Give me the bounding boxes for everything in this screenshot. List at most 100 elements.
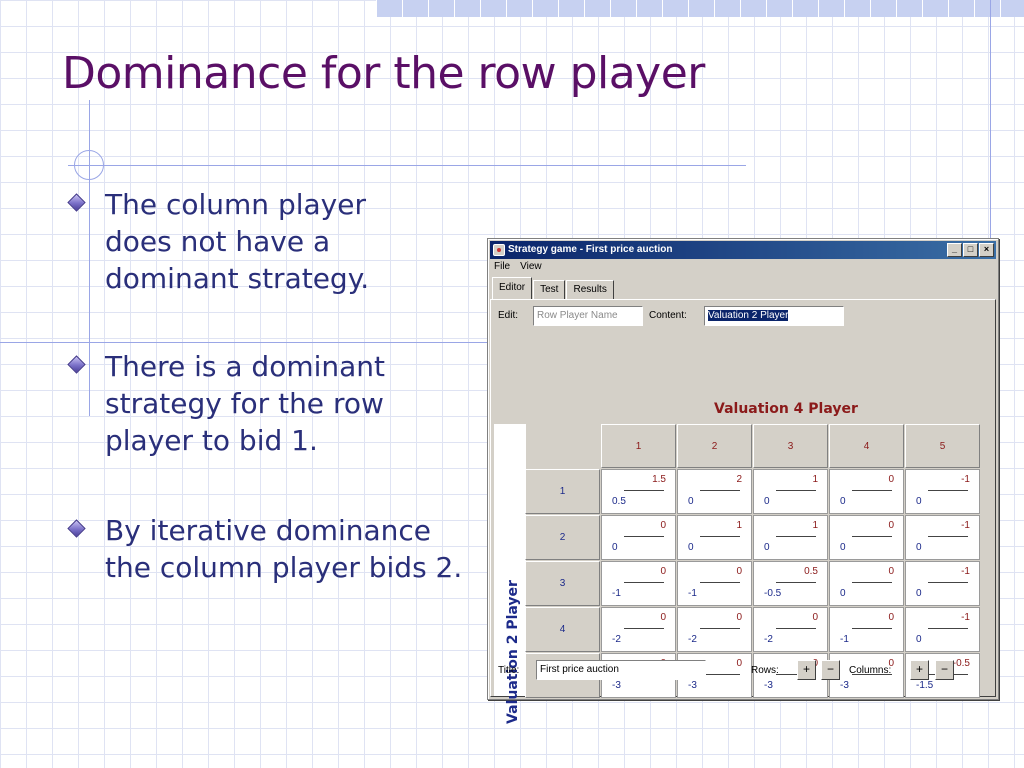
row-player-title: Valuation 2 Player <box>505 580 521 724</box>
strategy-game-window: Strategy game - First price auction _ □ … <box>487 238 999 724</box>
row-player-payoff: 0 <box>916 634 922 645</box>
row-player-payoff: 0 <box>764 496 770 507</box>
column-header[interactable]: 3 <box>753 424 828 468</box>
column-header[interactable]: 2 <box>677 424 752 468</box>
row-player-payoff: -3 <box>840 680 849 691</box>
columns-label: Columns: <box>849 665 892 676</box>
payoff-cell[interactable]: 0-1 <box>601 561 676 606</box>
column-player-payoff: 0 <box>812 612 818 623</box>
payoff-cell[interactable]: 0.5-0.5 <box>753 561 828 606</box>
row-player-payoff: -1 <box>840 634 849 645</box>
row-player-payoff: -2 <box>612 634 621 645</box>
tab-editor[interactable]: Editor <box>492 277 533 300</box>
column-player-title: Valuation 4 Player <box>714 401 858 417</box>
payoff-cell[interactable]: 1.5 0.5 <box>601 469 676 514</box>
column-player-payoff: 2 <box>736 474 742 485</box>
title-label: Title: <box>498 665 520 676</box>
window-titlebar[interactable]: Strategy game - First price auction _ □ … <box>490 241 996 259</box>
menu-view[interactable]: View <box>520 261 542 272</box>
column-player-payoff: 0 <box>660 566 666 577</box>
diamond-bullet-icon <box>67 355 86 374</box>
column-header[interactable]: 5 <box>905 424 980 468</box>
row-header[interactable]: 1 <box>525 469 600 514</box>
row-player-payoff: -3 <box>764 680 773 691</box>
bullet-item: By iterative dominance the column player… <box>67 512 465 586</box>
column-player-payoff: 0.5 <box>804 566 818 577</box>
tab-strip: Editor Test Results <box>492 277 615 300</box>
column-header[interactable]: 4 <box>829 424 904 468</box>
row-player-payoff: 0 <box>916 496 922 507</box>
close-button[interactable]: × <box>979 243 994 257</box>
column-player-payoff: 1 <box>736 520 742 531</box>
column-player-payoff: -0.5 <box>952 658 970 669</box>
payoff-cell[interactable]: 0 -3 <box>829 653 904 698</box>
tab-results[interactable]: Results <box>566 280 614 300</box>
payoff-cell[interactable]: 0 -1 <box>677 561 752 606</box>
bullet-text: By iterative dominance the column player… <box>105 514 463 584</box>
rows-label: Rows: <box>751 665 779 676</box>
column-player-payoff: 1 <box>812 520 818 531</box>
decorative-vertical-line <box>89 100 90 416</box>
column-player-payoff: 0 <box>888 658 894 669</box>
row-header[interactable]: 4 <box>525 607 600 652</box>
row-player-payoff: 0 <box>840 588 846 599</box>
diamond-bullet-icon <box>67 193 86 212</box>
minimize-button[interactable]: _ <box>947 243 962 257</box>
edit-input[interactable]: Row Player Name <box>533 306 643 326</box>
add-column-button[interactable]: + <box>910 660 929 680</box>
column-player-payoff: 0 <box>736 566 742 577</box>
menu-bar: File View <box>494 261 542 272</box>
column-player-payoff: 0 <box>736 612 742 623</box>
row-player-title-box: Valuation 2 Player <box>494 424 526 724</box>
row-player-payoff: 0 <box>840 542 846 553</box>
row-player-payoff: 0 <box>688 542 694 553</box>
payoff-cell[interactable]: 0-2 <box>753 607 828 652</box>
row-header[interactable]: 3 <box>525 561 600 606</box>
column-header[interactable]: 1 <box>601 424 676 468</box>
column-player-payoff: -1 <box>961 520 970 531</box>
remove-column-button[interactable]: − <box>935 660 954 680</box>
row-player-payoff: -1 <box>688 588 697 599</box>
payoff-cell[interactable]: 0-1 <box>829 607 904 652</box>
row-player-payoff: 0.5 <box>612 496 626 507</box>
edit-label: Edit: <box>498 310 519 321</box>
window-controls: _ □ × <box>947 243 994 257</box>
slide-title: Dominance for the row player <box>62 48 705 99</box>
payoff-cell[interactable]: 0 -2 <box>601 607 676 652</box>
decorative-circle <box>74 150 104 180</box>
column-player-payoff: 0 <box>888 474 894 485</box>
maximize-button[interactable]: □ <box>963 243 978 257</box>
row-player-payoff: 0 <box>764 542 770 553</box>
row-player-payoff: 0 <box>612 542 618 553</box>
decorative-horizontal-line-2 <box>0 342 488 343</box>
column-player-payoff: 0 <box>660 520 666 531</box>
content-input[interactable]: Valuation 2 Player <box>704 306 844 326</box>
column-player-payoff: 0 <box>660 612 666 623</box>
add-row-button[interactable]: + <box>797 660 816 680</box>
bullet-text: There is a dominant strategy for the row… <box>105 350 386 457</box>
tab-test[interactable]: Test <box>533 280 566 300</box>
remove-row-button[interactable]: − <box>821 660 840 680</box>
column-player-payoff: 1.5 <box>652 474 666 485</box>
row-player-payoff: 0 <box>688 496 694 507</box>
row-header[interactable]: 2 <box>525 515 600 560</box>
payoff-cell[interactable]: 0-2 <box>677 607 752 652</box>
content-value: Valuation 2 Player <box>708 310 789 321</box>
menu-file[interactable]: File <box>494 261 511 272</box>
top-decorative-band <box>376 0 1024 17</box>
row-player-payoff: -3 <box>688 680 697 691</box>
title-input[interactable]: First price auction <box>536 660 706 680</box>
window-title: Strategy game - First price auction <box>508 244 673 255</box>
